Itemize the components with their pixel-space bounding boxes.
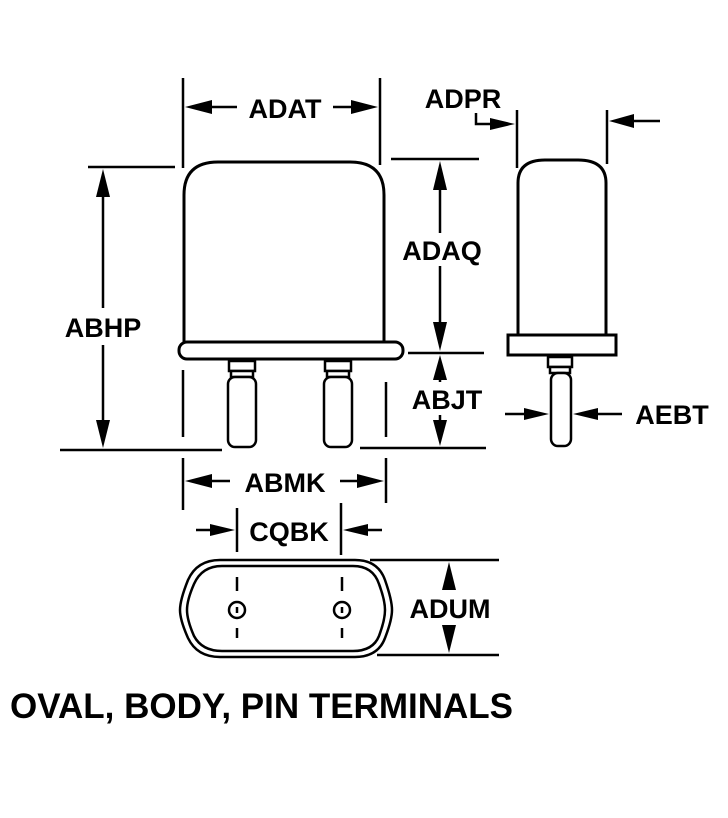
- dim-abjt: ABJT: [360, 355, 486, 450]
- side-body-outline: [516, 158, 608, 335]
- bottom-pin-left: [227, 577, 247, 638]
- label-cqbk: CQBK: [249, 517, 329, 547]
- label-adat: ADAT: [249, 94, 322, 124]
- oval-inner-outline: [185, 564, 387, 653]
- dim-abhp: ABHP: [60, 165, 222, 452]
- label-adum: ADUM: [410, 594, 491, 624]
- drawing-title: OVAL, BODY, PIN TERMINALS: [10, 687, 513, 726]
- label-adpr: ADPR: [425, 84, 502, 114]
- front-pin-right: [322, 359, 354, 449]
- label-abmk: ABMK: [245, 468, 326, 498]
- front-view: ADAT ABHP ADAQ: [60, 78, 486, 452]
- dim-adpr: ADPR: [425, 84, 660, 168]
- label-adaq: ADAQ: [402, 236, 482, 266]
- dim-abmk: ABMK: [181, 458, 388, 510]
- dim-adaq: ADAQ: [391, 157, 484, 355]
- dim-cqbk: CQBK: [196, 503, 382, 555]
- dim-adum: ADUM: [370, 558, 499, 657]
- bottom-pin-right: [332, 577, 352, 638]
- bottom-view: ABMK CQBK: [178, 458, 499, 659]
- label-abjt: ABJT: [412, 385, 483, 415]
- label-abhp: ABHP: [65, 313, 142, 343]
- dim-adat: ADAT: [181, 78, 382, 168]
- side-flange: [506, 333, 618, 357]
- oval-outer-outline: [178, 558, 394, 659]
- dim-aebt: AEBT: [505, 400, 709, 430]
- side-view: ADPR AEBT: [425, 84, 709, 448]
- front-body-outline: [182, 160, 386, 343]
- side-pin: [546, 355, 574, 448]
- front-flange: [177, 340, 405, 361]
- label-aebt: AEBT: [635, 400, 709, 430]
- front-pin-left: [226, 359, 258, 449]
